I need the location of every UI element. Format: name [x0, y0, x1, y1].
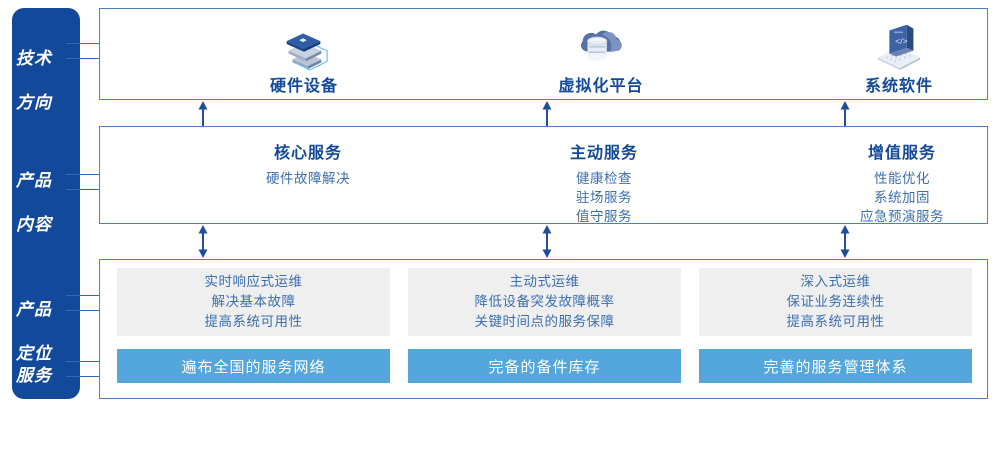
laptop-code-icon: </>: [877, 24, 921, 71]
positioning-line: 保证业务连续性: [786, 294, 885, 309]
product-content-line: 系统加固: [874, 190, 930, 205]
tech-direction-item-hardware[interactable]: 硬件设备: [214, 19, 394, 101]
svg-text:</>: </>: [895, 36, 908, 46]
connector-content-top: [66, 174, 100, 175]
tech-direction-label: 系统软件: [864, 78, 933, 95]
rail-label-line2: 方向: [16, 93, 52, 112]
positioning-line: 解决基本故障: [211, 294, 296, 309]
diagram-canvas: 技术 方向 产品 内容 产品 定位 服务 优势: [0, 8, 988, 399]
rail-label-line2: 内容: [16, 215, 52, 234]
positioning-line: 主动式运维: [509, 274, 580, 289]
connector-positioning-bottom: [66, 310, 100, 311]
rail-label-line1: 产品: [16, 171, 52, 190]
rail-label-product-content: 产品 内容: [0, 148, 68, 258]
rail-label-line1: 服务: [16, 366, 52, 385]
connector-tech-bottom: [66, 58, 100, 59]
arrow-double-core: [198, 225, 208, 258]
product-content-line: 应急预演服务: [860, 209, 944, 224]
positioning-line: 关键时间点的服务保障: [474, 314, 615, 329]
product-content-line: 健康检查: [576, 171, 632, 186]
rail-label-service-advantage: 服务 优势: [0, 343, 68, 453]
positioning-line: 降低设备突发故障概率: [474, 294, 615, 309]
positioning-advantage-panel: 实时响应式运维 解决基本故障 提高系统可用性 主动式运维 降低设备突发故障概率 …: [99, 259, 988, 399]
arrow-up-system-software: [840, 101, 850, 126]
rail-label-line1: 产品: [16, 300, 52, 319]
rail-label-product-positioning: 产品 定位: [0, 277, 68, 387]
positioning-line: 实时响应式运维: [204, 274, 303, 289]
product-content-item-proactive[interactable]: 主动服务 健康检查 驻场服务 值守服务: [504, 139, 704, 226]
positioning-box-proactive[interactable]: 主动式运维 降低设备突发故障概率 关键时间点的服务保障: [408, 268, 681, 336]
connector-advantage-top: [66, 361, 100, 362]
product-content-panel: 核心服务 硬件故障解决 主动服务 健康检查 驻场服务 值守服务 增值服务 性能优…: [99, 126, 988, 224]
connector-positioning-top: [66, 295, 100, 296]
positioning-box-indepth[interactable]: 深入式运维 保证业务连续性 提高系统可用性: [699, 268, 972, 336]
product-content-title: 核心服务: [273, 145, 342, 162]
connector-tech-top: [66, 43, 100, 44]
connector-content-bottom: [66, 189, 100, 190]
positioning-line: 深入式运维: [800, 274, 871, 289]
tech-direction-item-system-software[interactable]: </> 系统软件: [809, 19, 989, 101]
positioning-box-realtime[interactable]: 实时响应式运维 解决基本故障 提高系统可用性: [117, 268, 390, 336]
advantage-label: 完备的备件库存: [488, 358, 601, 376]
advantage-bar-spare-parts[interactable]: 完备的备件库存: [408, 349, 681, 383]
connector-advantage-bottom: [66, 376, 100, 377]
category-rail: [12, 8, 80, 399]
tech-direction-panel: 硬件设备 虚拟化平台: [99, 8, 988, 100]
product-content-line: 驻场服务: [576, 190, 632, 205]
advantage-label: 遍布全国的服务网络: [181, 358, 326, 376]
product-content-title: 主动服务: [569, 145, 638, 162]
product-content-item-value-added[interactable]: 增值服务 性能优化 系统加固 应急预演服务: [802, 139, 1000, 226]
advantage-label: 完善的服务管理体系: [763, 358, 908, 376]
advantage-bar-management-system[interactable]: 完善的服务管理体系: [699, 349, 972, 383]
server-stack-icon: [286, 33, 328, 71]
rail-label-tech-direction: 技术 方向: [0, 26, 68, 136]
arrow-up-virtualization: [542, 101, 552, 126]
product-content-line: 性能优化: [874, 171, 930, 186]
rail-label-line2: 定位: [16, 344, 52, 363]
product-content-line: 硬件故障解决: [266, 171, 350, 186]
product-content-line: 值守服务: [576, 209, 632, 224]
tech-direction-item-virtualization[interactable]: 虚拟化平台: [511, 19, 691, 101]
rail-label-line2: 优势: [16, 410, 52, 429]
product-content-title: 增值服务: [867, 145, 936, 162]
advantage-bar-service-network[interactable]: 遍布全国的服务网络: [117, 349, 390, 383]
arrow-double-value-added: [840, 225, 850, 258]
rail-label-line1: 技术: [16, 49, 52, 68]
tech-direction-label: 虚拟化平台: [558, 78, 644, 95]
positioning-line: 提高系统可用性: [786, 314, 885, 329]
tech-direction-label: 硬件设备: [269, 78, 338, 95]
arrow-up-hardware: [198, 101, 208, 126]
positioning-line: 提高系统可用性: [204, 314, 303, 329]
product-content-item-core[interactable]: 核心服务 硬件故障解决: [208, 139, 408, 188]
arrow-double-proactive: [542, 225, 552, 258]
cloud-database-icon: [581, 30, 622, 61]
